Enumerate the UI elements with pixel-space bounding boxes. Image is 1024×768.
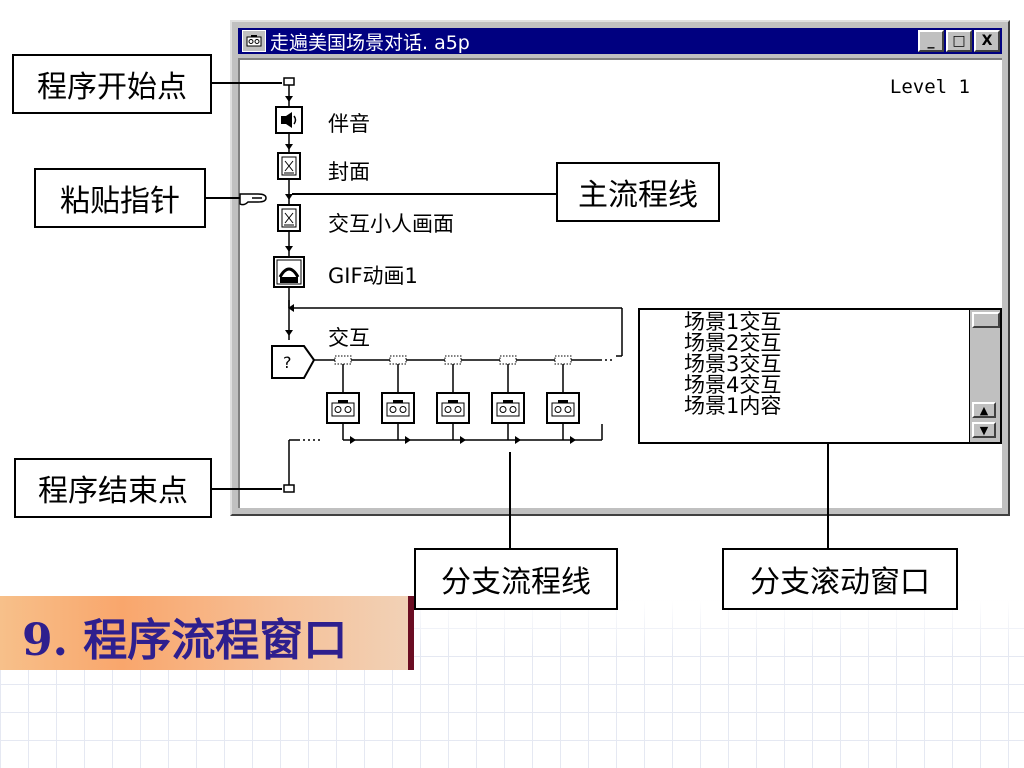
flow-item-label: 伴音 (328, 112, 370, 136)
list-item[interactable]: 场景3交互 (684, 352, 782, 376)
list-item[interactable]: 场景1内容 (684, 394, 782, 418)
list-item[interactable]: 场景4交互 (684, 373, 782, 397)
branch-scroll-window[interactable]: 场景1交互 场景2交互 场景3交互 场景4交互 场景1内容 ▲ ▼ (638, 308, 1002, 444)
page-title: 9. 程序流程窗口 (22, 615, 348, 666)
section-heading: 9. 程序流程窗口 (0, 596, 414, 670)
scroll-down-icon[interactable]: ▼ (972, 422, 996, 438)
flow-item-label: 交互小人画面 (328, 212, 454, 236)
flow-item-label: GIF动画1 (328, 264, 418, 288)
callout-branch-flow-line: 分支流程线 (414, 548, 618, 610)
sound-icon[interactable] (275, 106, 303, 134)
movie-icon[interactable] (273, 256, 305, 288)
map-icon[interactable] (546, 392, 580, 424)
list-item[interactable]: 场景1交互 (684, 310, 782, 334)
display-icon[interactable] (277, 204, 301, 232)
scroll-up-icon[interactable]: ▲ (972, 402, 996, 418)
map-icon[interactable] (326, 392, 360, 424)
map-icon (242, 30, 266, 52)
level-indicator: Level 1 (889, 76, 970, 98)
callout-main-flow-line: 主流程线 (556, 162, 720, 222)
window-title: 走遍美国场景对话. a5p (270, 31, 470, 54)
interaction-label: 交互 (328, 326, 370, 350)
minimize-button[interactable]: _ (918, 30, 944, 52)
callout-paste-pointer: 粘贴指针 (34, 168, 206, 228)
callout-end-point: 程序结束点 (14, 458, 212, 518)
scrollbar-thumb[interactable] (972, 312, 1000, 328)
map-icon[interactable] (381, 392, 415, 424)
title-bar[interactable]: 走遍美国场景对话. a5p _ □ X (238, 28, 1002, 54)
display-icon[interactable] (277, 152, 301, 180)
flow-item-label: 封面 (328, 160, 370, 184)
close-button[interactable]: X (974, 30, 1000, 52)
list-item[interactable]: 场景2交互 (684, 331, 782, 355)
map-icon[interactable] (491, 392, 525, 424)
callout-branch-scroll-window: 分支滚动窗口 (722, 548, 958, 610)
callout-start-point: 程序开始点 (12, 54, 212, 114)
map-icon[interactable] (436, 392, 470, 424)
maximize-button[interactable]: □ (946, 30, 972, 52)
scrollbar[interactable]: ▲ ▼ (969, 310, 1000, 442)
